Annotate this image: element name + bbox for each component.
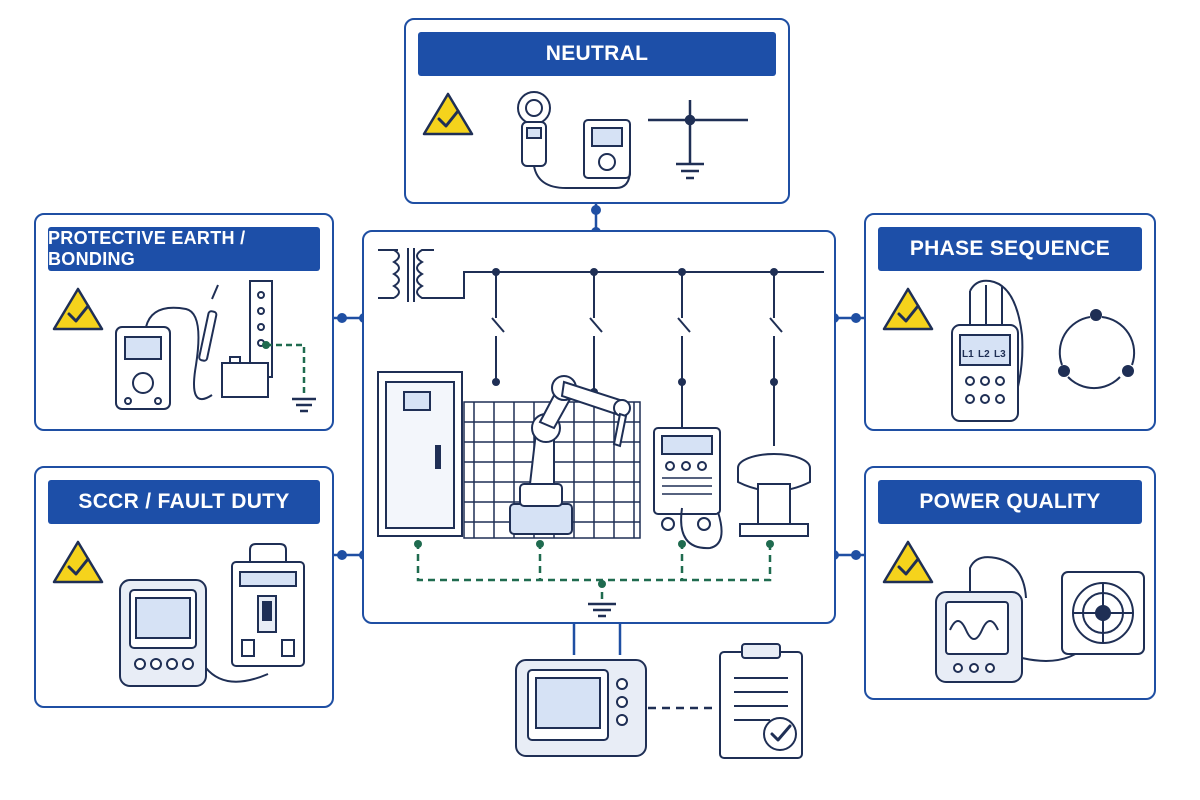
panel-title-neutral: NEUTRAL [418,32,776,76]
warning-check-icon [882,287,934,331]
power-analyzer-icon [935,556,1089,683]
test-probe-icon [145,284,219,401]
ground-symbol-icon [414,540,774,618]
warning-check-icon [52,287,104,331]
multimeter-icon [583,119,631,189]
warning-check-icon [882,540,934,584]
transformer-icon [378,248,824,302]
warning-check-icon [422,92,474,136]
circuit-breaker-icon [205,543,305,683]
power-analyzer-main-icon [515,659,647,757]
protective-earth-illustration [52,280,316,413]
multimeter-icon [115,326,171,410]
neutral-illustration [422,91,748,189]
clipboard-report-icon [719,643,803,759]
sccr-illustration [52,540,305,687]
rotation-arrow-icon [1058,309,1136,390]
bonding-bar-icon [221,280,273,398]
panel-sccr: SCCR / FAULT DUTY [34,466,334,708]
panel-title-protective-earth: PROTECTIVE EARTH / BONDING [48,227,320,271]
positioner-icon [737,453,811,537]
power-quality-illustration [882,540,1145,683]
robotic-cell-illustration [377,248,824,618]
ground-symbol-icon [648,100,748,180]
panel-title-phase-sequence: PHASE SEQUENCE [878,227,1142,271]
panel-title-sccr: SCCR / FAULT DUTY [48,480,320,524]
control-cabinet-icon [377,371,463,537]
panel-neutral: NEUTRAL [404,18,790,204]
welding-robot-icon [509,375,631,535]
ground-symbol-icon [262,341,316,413]
meter-label-l2: L2 [978,349,990,360]
welding-power-source-icon [653,427,723,550]
panel-title-power-quality: POWER QUALITY [878,480,1142,524]
panel-phase-sequence: PHASE SEQUENCE L1 L2 L3 [864,213,1156,431]
panel-system-center [362,230,836,624]
phase-sequence-illustration: L1 L2 L3 [882,279,1136,422]
fault-analyzer-icon [119,579,207,687]
fan-unit-icon [1061,571,1145,655]
panel-protective-earth: PROTECTIVE EARTH / BONDING [34,213,334,431]
warning-check-icon [52,540,104,584]
panel-power-quality: POWER QUALITY [864,466,1156,700]
phase-rotation-meter-icon [951,279,1024,422]
meter-label-l3: L3 [994,349,1006,360]
clamp-meter-icon [517,91,606,189]
meter-label-l1: L1 [962,349,974,360]
